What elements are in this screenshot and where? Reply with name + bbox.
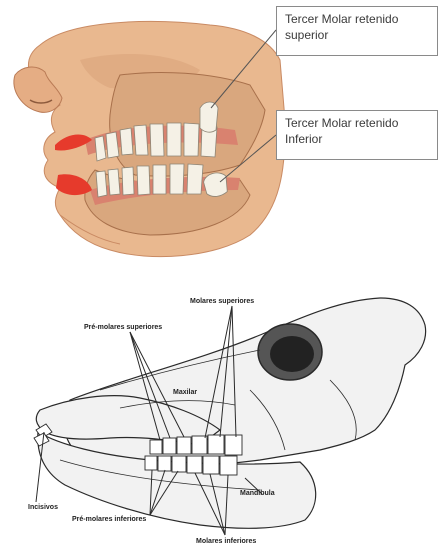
label-pre-molares-inferiores: Pré-molares inferiores — [72, 516, 146, 524]
callout-lower-third-molar: Tercer Molar retenido Inferior — [276, 110, 438, 160]
upper-retained-third-molar — [200, 102, 218, 132]
label-molares-superiores: Molares superiores — [190, 298, 254, 306]
callout-upper-third-molar: Tercer Molar retenido superior — [276, 6, 438, 56]
label-incisivos: Incisivos — [28, 504, 58, 512]
cattle-skull-drawing — [0, 280, 441, 552]
orbit-inner — [270, 336, 314, 372]
label-pre-molares-superiores: Pré-molares superiores — [84, 324, 162, 332]
label-maxilar: Maxilar — [173, 389, 197, 397]
label-mandibula: Mandíbula — [240, 490, 275, 498]
jaw-cutaway-illustration: Tercer Molar retenido superior Tercer Mo… — [0, 0, 441, 272]
label-molares-inferiores: Molares inferiores — [196, 538, 256, 546]
cattle-skull-diagram: Molares superiores Pré-molares superiore… — [0, 280, 441, 552]
upper-cheek-teeth — [150, 435, 242, 455]
